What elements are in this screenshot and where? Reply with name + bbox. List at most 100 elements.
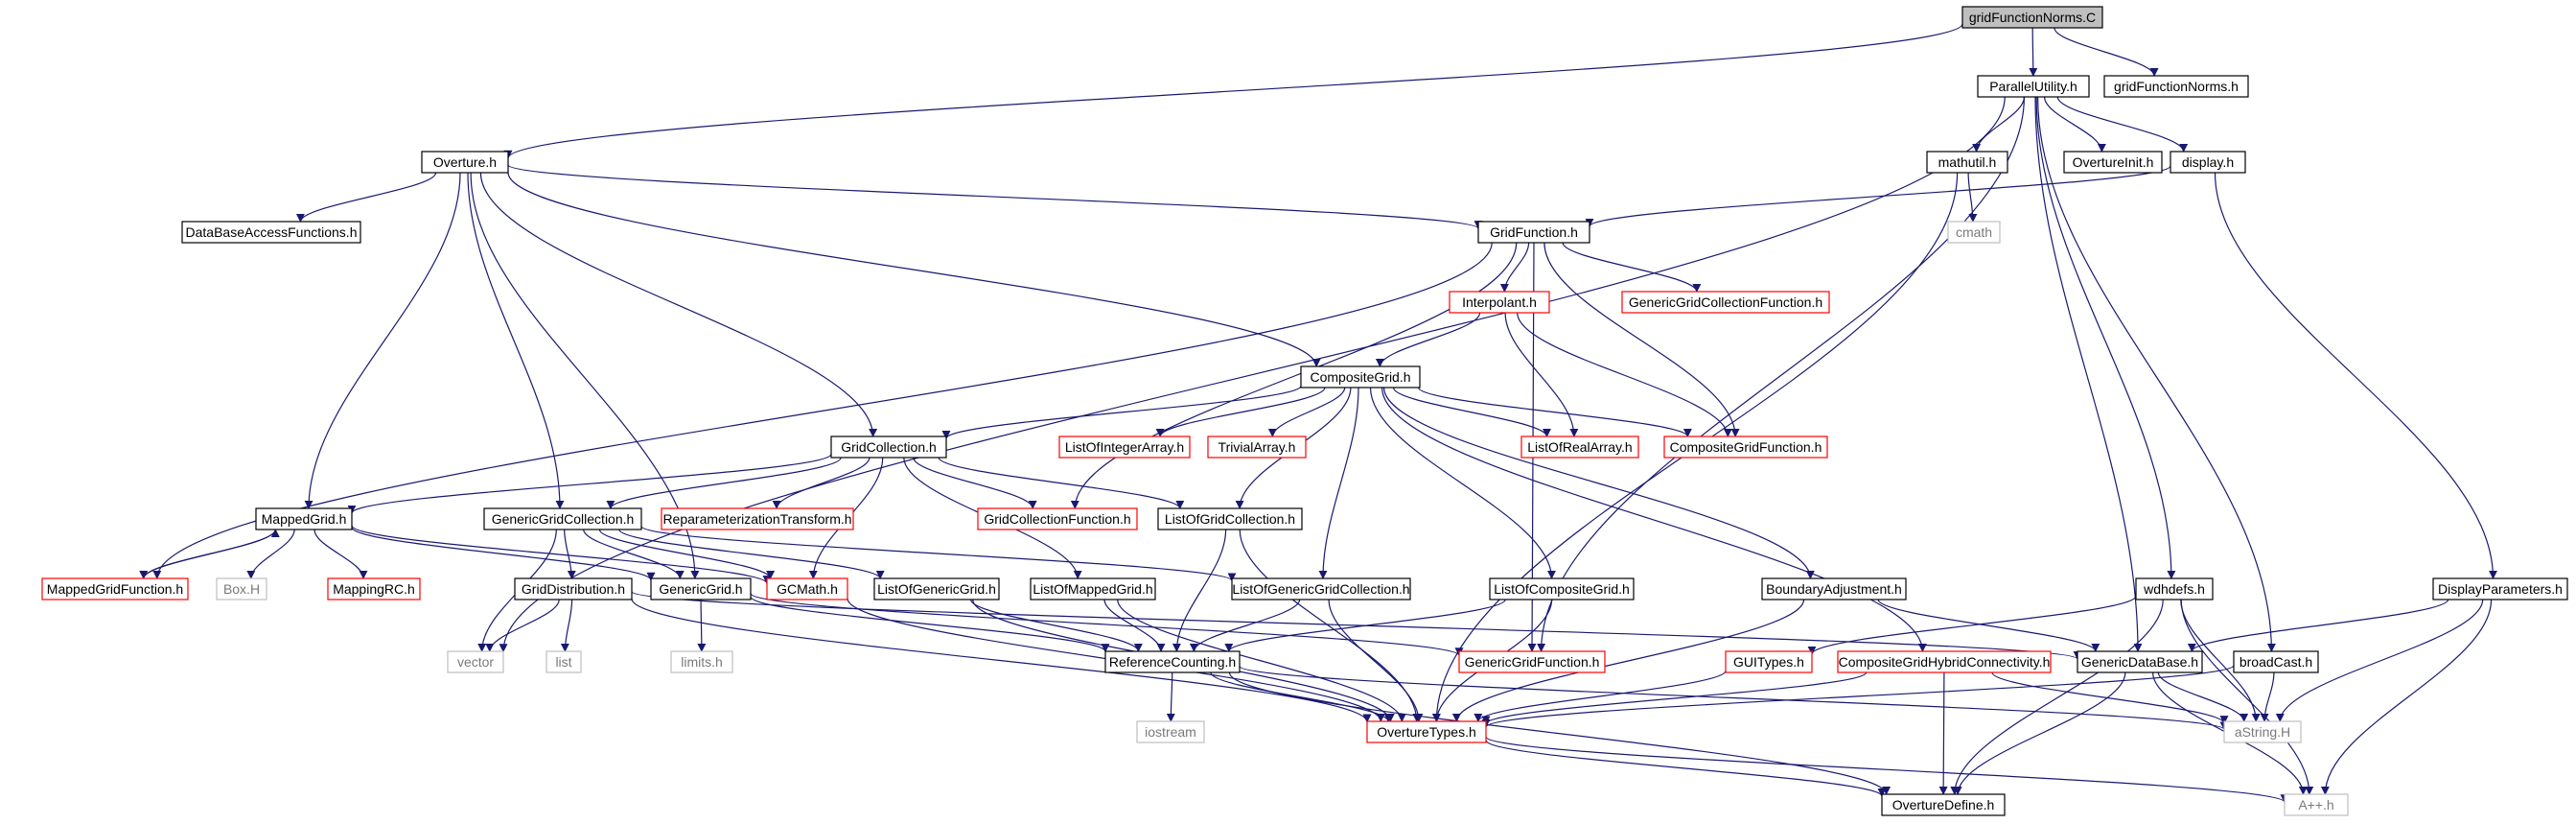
edge-parallelutility-h-to-mathutil-h bbox=[1972, 96, 2025, 153]
node-broadcast-h[interactable]: broadCast.h bbox=[2233, 650, 2319, 673]
node-genericgridfunction-h[interactable]: GenericGridFunction.h bbox=[1458, 650, 1606, 673]
node-griddistribution-h[interactable]: GridDistribution.h bbox=[514, 577, 633, 600]
node-overture-h[interactable]: Overture.h bbox=[421, 151, 509, 174]
node-box bbox=[1489, 577, 1635, 600]
edge-wdhdefs-h-to-overturedefine-h bbox=[1950, 599, 2164, 795]
node-referencecounting-h[interactable]: ReferenceCounting.h bbox=[1104, 650, 1241, 673]
node-compositegridfunction-h[interactable]: CompositeGridFunction.h bbox=[1663, 436, 1828, 459]
node-guitypes-h[interactable]: GUITypes.h bbox=[1725, 650, 1813, 673]
node-compositegrid-h[interactable]: CompositeGrid.h bbox=[1300, 365, 1421, 388]
node-listofgenericgridcollection-h[interactable]: ListOfGenericGridCollection.h bbox=[1231, 577, 1411, 600]
node-box bbox=[1663, 436, 1828, 459]
node-gridcollectionfunction-h[interactable]: GridCollectionFunction.h bbox=[977, 507, 1138, 530]
node-mappingrc-h[interactable]: MappingRC.h bbox=[327, 577, 421, 600]
node-listofgridcollection-h[interactable]: ListOfGridCollection.h bbox=[1157, 507, 1303, 530]
node-genericgridcollection-h[interactable]: GenericGridCollection.h bbox=[483, 507, 642, 530]
node-label: CompositeGridHybridConnectivity.h bbox=[1839, 654, 2051, 670]
node-label: gridFunctionNorms.h bbox=[2114, 79, 2239, 94]
node-mappedgrid-h[interactable]: MappedGrid.h bbox=[255, 507, 353, 530]
node-overturedefine-h[interactable]: OvertureDefine.h bbox=[1881, 793, 2006, 816]
node-gridfunctionnorms-h[interactable]: gridFunctionNorms.h bbox=[2103, 75, 2249, 98]
node-label: ListOfGenericGrid.h bbox=[877, 581, 996, 597]
node-listofrealarray-h[interactable]: ListOfRealArray.h bbox=[1520, 436, 1639, 459]
edge-wdhdefs-h-to-guitypes-h bbox=[1807, 595, 2137, 655]
node-boundaryadjustment-h[interactable]: BoundaryAdjustment.h bbox=[1761, 577, 1907, 600]
node-listofmappedgrid-h[interactable]: ListOfMappedGrid.h bbox=[1030, 577, 1156, 600]
node-label: MappedGridFunction.h bbox=[47, 581, 183, 597]
node-interpolant-h[interactable]: Interpolant.h bbox=[1449, 291, 1550, 314]
edge-overture-h-to-compositegrid-h bbox=[507, 172, 1321, 367]
node-app-h[interactable]: A++.h bbox=[2284, 793, 2349, 816]
node-box bbox=[1030, 577, 1156, 600]
edge-gridfunction-h-to-genericgridcollectionfunction-h bbox=[1562, 242, 1702, 293]
node-overtureinit-h[interactable]: OvertureInit.h bbox=[2063, 151, 2163, 174]
node-box bbox=[255, 507, 353, 530]
edge-parallelutility-h-to-genericdatabase-h bbox=[2034, 96, 2143, 652]
edge-display-h-to-gridfunction-h bbox=[1585, 165, 2171, 227]
node-box bbox=[421, 151, 509, 174]
node-listofgenericgrid-h[interactable]: ListOfGenericGrid.h bbox=[873, 577, 1000, 600]
node-displayparameters-h[interactable]: DisplayParameters.h bbox=[2432, 577, 2568, 600]
edge-mathutil-h-to-cmath bbox=[1967, 172, 1978, 223]
node-box-h[interactable]: Box.H bbox=[216, 577, 267, 600]
node-display-h[interactable]: display.h bbox=[2170, 151, 2246, 174]
edge-compositegrid-h-to-compositegridhybridconnectivity-h bbox=[1381, 387, 1927, 652]
edge-overture-h-to-mappedgrid-h bbox=[304, 172, 461, 509]
node-label: cmath bbox=[1956, 224, 1992, 240]
edges-layer bbox=[139, 23, 2497, 804]
edge-genericgrid-h-to-genericgridfunction-h bbox=[750, 593, 1464, 657]
node-label: iostream bbox=[1145, 724, 1196, 740]
edge-listofgenericgrid-h-to-referencecounting-h bbox=[970, 599, 1143, 652]
node-box bbox=[661, 507, 854, 530]
node-box bbox=[1136, 720, 1205, 743]
edge-genericgridcollection-h-to-griddistribution-h bbox=[564, 529, 576, 579]
node-box bbox=[1058, 436, 1191, 459]
node-list[interactable]: list bbox=[545, 650, 582, 673]
node-label: ListOfGenericGridCollection.h bbox=[1232, 581, 1409, 597]
node-listofintegerarray-h[interactable]: ListOfIntegerArray.h bbox=[1058, 436, 1191, 459]
edge-gridcollection-h-to-reparameterizationtransform-h bbox=[772, 457, 870, 509]
edge-compositegrid-h-to-boundaryadjustment-h bbox=[1383, 387, 1815, 579]
node-vector[interactable]: vector bbox=[447, 650, 504, 673]
node-box bbox=[1520, 436, 1639, 459]
node-gridcollection-h[interactable]: GridCollection.h bbox=[830, 436, 947, 459]
node-label: ListOfIntegerArray.h bbox=[1065, 439, 1184, 455]
node-mathutil-h[interactable]: mathutil.h bbox=[1926, 151, 2008, 174]
node-parallelutility-h[interactable]: ParallelUtility.h bbox=[1977, 75, 2090, 98]
node-iostream[interactable]: iostream bbox=[1136, 720, 1205, 743]
edge-gridfunction-h-to-compositegridfunction-h bbox=[1543, 242, 1740, 437]
edge-parallelutility-h-to-display-h bbox=[2056, 96, 2189, 153]
node-gcmath-h[interactable]: GCMath.h bbox=[766, 577, 848, 600]
node-databaseaccessfunctions-h[interactable]: DataBaseAccessFunctions.h bbox=[181, 221, 361, 244]
edge-overture-h-to-genericgridcollection-h bbox=[467, 172, 565, 509]
node-compositegridhybridconnectivity-h[interactable]: CompositeGridHybridConnectivity.h bbox=[1837, 650, 2052, 673]
node-listofcompositegrid-h[interactable]: ListOfCompositeGrid.h bbox=[1489, 577, 1635, 600]
node-box bbox=[2223, 720, 2302, 743]
node-reparameterizationtransform-h[interactable]: ReparameterizationTransform.h bbox=[661, 507, 854, 530]
node-mappedgridfunction-h[interactable]: MappedGridFunction.h bbox=[41, 577, 189, 600]
node-genericdatabase-h[interactable]: GenericDataBase.h bbox=[2077, 650, 2203, 673]
node-label: GridFunction.h bbox=[1490, 224, 1578, 240]
edge-overture-h-to-gridcollection-h bbox=[479, 172, 878, 437]
node-label: broadCast.h bbox=[2239, 654, 2312, 670]
edge-listofcompositegrid-h-to-referencecounting-h bbox=[1224, 599, 1506, 652]
node-limits-h[interactable]: limits.h bbox=[670, 650, 733, 673]
edge-mappedgrid-h-to-box-h bbox=[246, 529, 295, 579]
edge-listofgenericgridcollection-h-to-referencecounting-h bbox=[1189, 599, 1301, 652]
node-genericgridcollectionfunction-h[interactable]: GenericGridCollectionFunction.h bbox=[1621, 291, 1830, 314]
edge-listofmappedgrid-h-to-overturetypes-h bbox=[1117, 599, 1406, 722]
node-gridfunction-h[interactable]: GridFunction.h bbox=[1477, 221, 1590, 244]
edge-referencecounting-h-to-overturedefine-h bbox=[1228, 671, 1891, 795]
node-astring-h[interactable]: aString.H bbox=[2223, 720, 2302, 743]
node-genericgrid-h[interactable]: GenericGrid.h bbox=[650, 577, 752, 600]
node-wdhdefs-h[interactable]: wdhdefs.h bbox=[2135, 577, 2214, 600]
node-label: Overture.h bbox=[433, 154, 497, 170]
edge-gridfunctionnorms-c-to-gridfunctionnorms-h bbox=[2054, 27, 2159, 77]
node-trivialarray-h[interactable]: TrivialArray.h bbox=[1207, 436, 1307, 459]
node-overturetypes-h[interactable]: OvertureTypes.h bbox=[1366, 720, 1487, 743]
node-cmath[interactable]: cmath bbox=[1947, 221, 2001, 244]
node-box bbox=[1477, 221, 1590, 244]
node-label: ListOfMappedGrid.h bbox=[1033, 581, 1152, 597]
edge-griddistribution-h-to-genericdatabase-h bbox=[631, 591, 2081, 660]
node-box bbox=[1231, 577, 1411, 600]
